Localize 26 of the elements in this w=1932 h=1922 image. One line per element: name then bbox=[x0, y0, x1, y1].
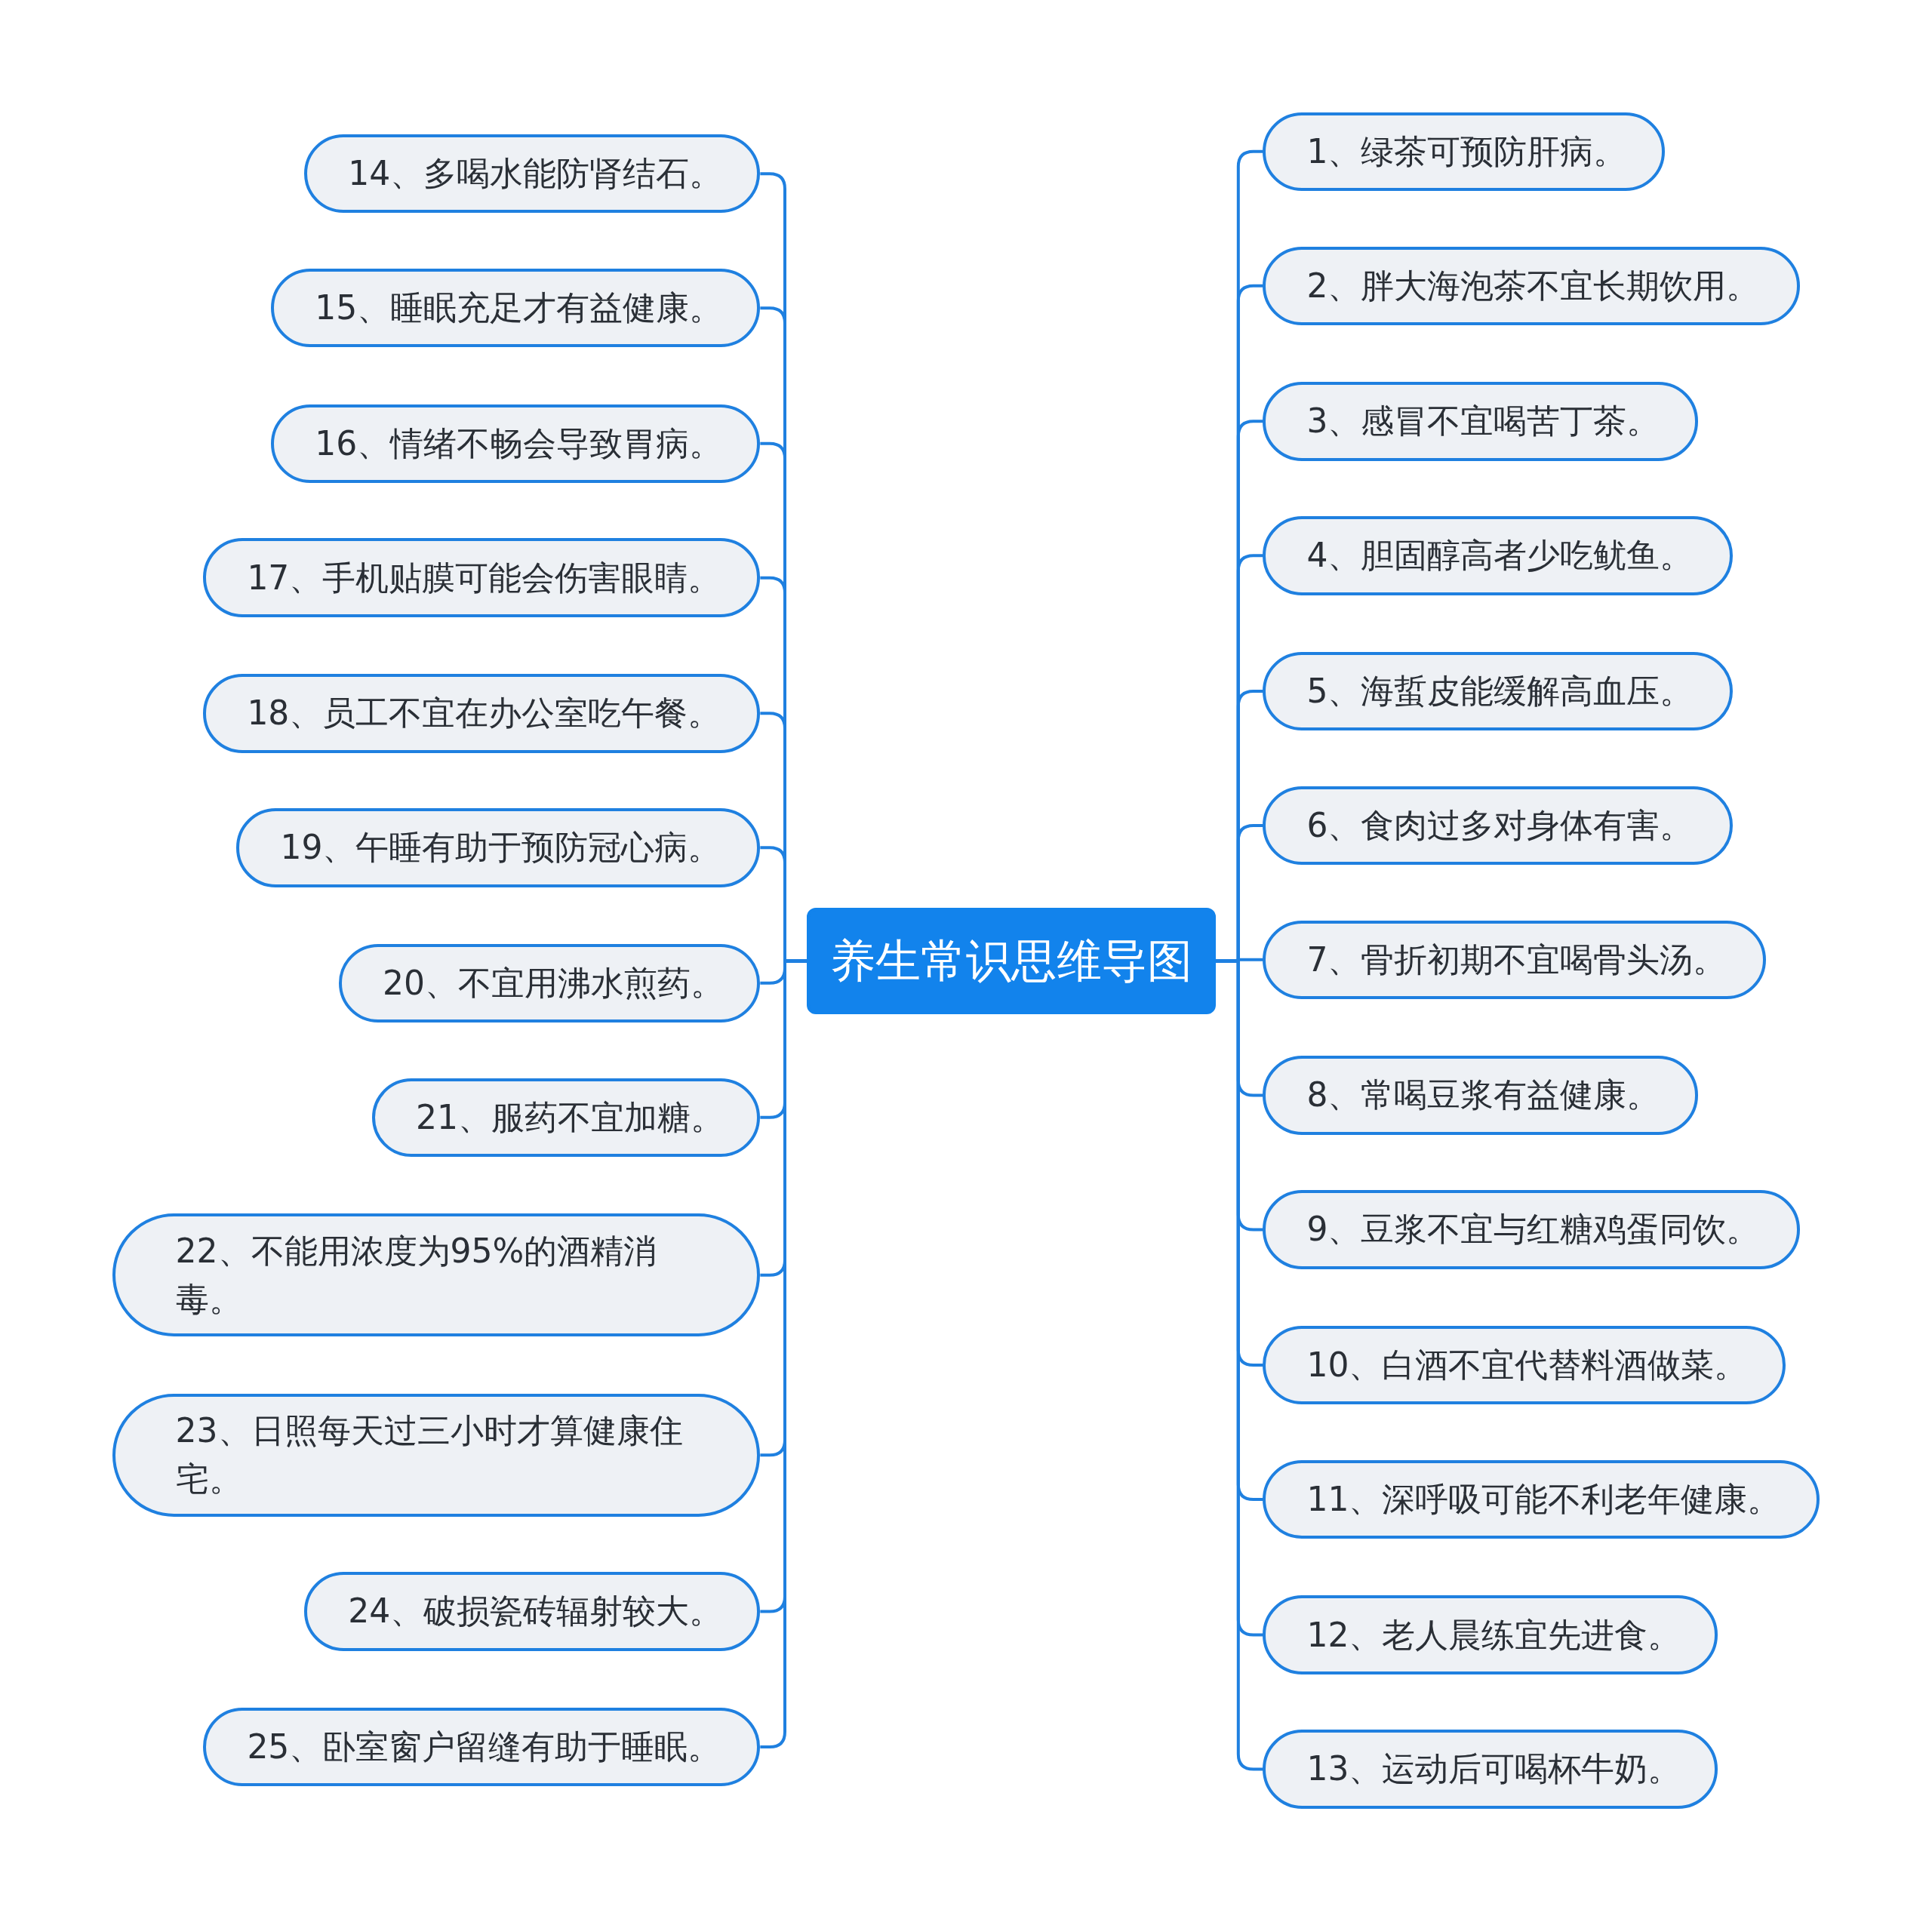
topic-box: 10、白酒不宜代替料酒做菜。 bbox=[1263, 1325, 1786, 1405]
topic-box: 7、骨折初期不宜喝骨头汤。 bbox=[1263, 920, 1766, 1000]
topic-box: 1、绿茶可预防肝病。 bbox=[1263, 112, 1665, 192]
topic-box: 5、海蜇皮能缓解高血压。 bbox=[1263, 651, 1733, 731]
topic-box: 13、运动后可喝杯牛奶。 bbox=[1263, 1730, 1718, 1809]
topic-box: 22、不能用浓度为95%的酒精消毒。 bbox=[112, 1213, 761, 1337]
topic-box: 25、卧室窗户留缝有助于睡眠。 bbox=[203, 1707, 761, 1787]
topic-box: 3、感冒不宜喝苦丁茶。 bbox=[1263, 382, 1698, 461]
topic-box: 14、多喝水能防肾结石。 bbox=[304, 134, 761, 214]
topic-box: 2、胖大海泡茶不宜长期饮用。 bbox=[1263, 246, 1801, 325]
topic-box: 24、破损瓷砖辐射较大。 bbox=[304, 1572, 761, 1651]
central-topic-box: 养生常识思维导图 bbox=[807, 908, 1217, 1014]
topic-box: 9、豆浆不宜与红糖鸡蛋同饮。 bbox=[1263, 1190, 1801, 1269]
topic-box: 17、手机贴膜可能会伤害眼睛。 bbox=[203, 538, 761, 617]
topic-box: 8、常喝豆浆有益健康。 bbox=[1263, 1056, 1698, 1135]
topic-box: 21、服药不宜加糖。 bbox=[372, 1078, 761, 1158]
topic-box: 4、胆固醇高者少吃鱿鱼。 bbox=[1263, 516, 1733, 595]
topic-box: 6、食肉过多对身体有害。 bbox=[1263, 786, 1733, 866]
topic-box: 15、睡眠充足才有益健康。 bbox=[271, 268, 761, 348]
topic-box: 19、午睡有助于预防冠心病。 bbox=[236, 808, 761, 887]
topic-box: 16、情绪不畅会导致胃病。 bbox=[271, 404, 761, 483]
topic-box: 12、老人晨练宜先进食。 bbox=[1263, 1595, 1718, 1674]
topic-box: 18、员工不宜在办公室吃午餐。 bbox=[203, 674, 761, 753]
topic-box: 20、不宜用沸水煎药。 bbox=[338, 943, 761, 1023]
topic-box: 23、日照每天过三小时才算健康住宅。 bbox=[112, 1393, 761, 1517]
topic-box: 11、深呼吸可能不利老年健康。 bbox=[1263, 1459, 1820, 1539]
